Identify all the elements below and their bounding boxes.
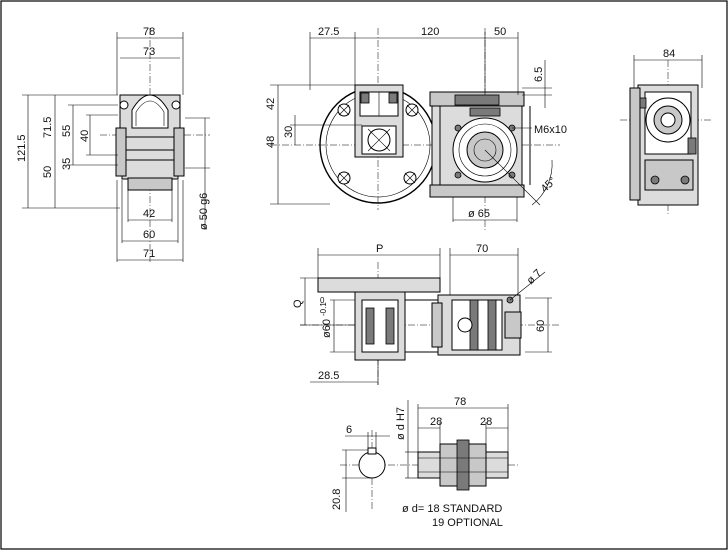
end-width: 84 <box>663 48 675 60</box>
top-q-label: Q <box>292 299 304 308</box>
front-height-lower: 50 <box>42 166 54 178</box>
bore-note-line1: ø d= 18 STANDARD <box>402 503 502 515</box>
front-height-40: 40 <box>79 130 91 142</box>
front-width-overall: 78 <box>143 26 155 38</box>
front-shaft-dia: ø 50 g6 <box>198 193 210 230</box>
bore-length-78: 78 <box>454 396 466 408</box>
front-view: 78 73 121.5 71.5 50 55 35 40 ø 50 g6 42 <box>16 26 210 262</box>
front-height-35: 35 <box>61 158 73 170</box>
top-view: P 70 ø 7 60 Q ø60 0 -0.1 28.5 <box>292 243 560 385</box>
bore-seg-left: 28 <box>430 416 442 428</box>
side-height-42: 42 <box>265 98 277 110</box>
front-base-71: 71 <box>143 248 155 260</box>
bore-key-width: 6 <box>346 424 352 436</box>
top-shaft-tol-lower: -0.1 <box>319 302 328 316</box>
bore-detail: 6 20.8 ø d H7 78 28 28 ø d= 18 STANDARD … <box>331 396 520 529</box>
top-shaft-dia: ø60 <box>321 319 333 338</box>
side-center-distance: 120 <box>421 26 439 38</box>
top-offset-28-5: 28.5 <box>318 370 339 382</box>
bore-key-height: 20.8 <box>331 489 343 510</box>
front-height-total: 121.5 <box>16 134 28 162</box>
front-base-60: 60 <box>143 229 155 241</box>
front-base-42: 42 <box>143 208 155 220</box>
flange-bolt-holes <box>337 103 419 185</box>
front-height-55: 55 <box>61 125 73 137</box>
front-height-upper: 71.5 <box>42 117 54 138</box>
end-view: 84 <box>620 48 712 215</box>
side-flange-dia: ø 65 <box>468 208 490 220</box>
top-length-70: 70 <box>476 243 488 255</box>
side-top-offset: 6.5 <box>533 67 545 82</box>
bore-note-line2: 19 OPTIONAL <box>432 517 503 529</box>
top-height-60: 60 <box>535 320 547 332</box>
side-height-48: 48 <box>265 136 277 148</box>
side-thread: M6x10 <box>534 124 567 136</box>
side-view: 27.5 120 50 6.5 M6x10 42 48 30 45° ø 65 <box>265 26 567 230</box>
side-height-30: 30 <box>283 126 295 138</box>
top-length-p: P <box>376 243 383 255</box>
bore-seg-right: 28 <box>480 416 492 428</box>
top-shaft-tol-upper: 0 <box>320 296 325 305</box>
front-width-body: 73 <box>143 46 155 58</box>
side-offset-right: 50 <box>494 26 506 38</box>
side-offset-left: 27.5 <box>318 26 339 38</box>
bore-dia-label: ø d H7 <box>395 407 407 440</box>
